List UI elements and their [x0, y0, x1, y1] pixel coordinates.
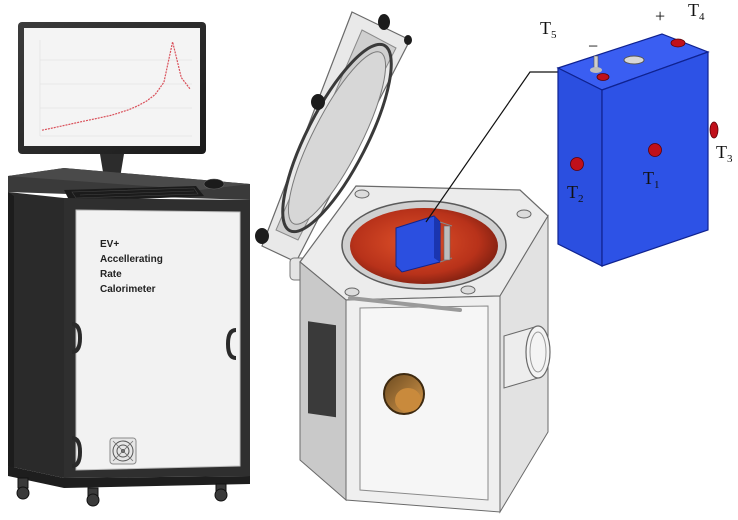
negative-symbol: − [588, 36, 598, 56]
monitor-screen [24, 28, 200, 146]
door-handle-left-bottom[interactable] [71, 436, 83, 468]
vessel-front-door[interactable] [359, 305, 489, 501]
cabinet-front-left [8, 192, 64, 478]
label-t2-sub: 2 [578, 193, 584, 205]
calorimeter-vessel [255, 11, 551, 514]
battery-side-face [601, 51, 709, 267]
label-t4: T4 [688, 0, 705, 23]
sensor-t2 [570, 157, 584, 171]
positive-symbol: + [655, 6, 665, 26]
door-handle-right[interactable] [225, 328, 237, 360]
vent-icon [623, 55, 645, 65]
sensor-t3 [709, 121, 719, 139]
monitor-grid [39, 40, 192, 137]
label-t1-sub: 1 [654, 179, 660, 191]
monitor [18, 22, 206, 186]
mouse-icon [203, 178, 225, 190]
cabinet-plinth [8, 466, 250, 488]
label-t3: T3 [716, 142, 733, 165]
callout-line [425, 71, 560, 223]
battery-cell: − + T5 T4 T1 T2 T3 [540, 0, 733, 267]
label-t5: T5 [540, 18, 557, 41]
sensor-t1 [648, 143, 662, 157]
cabinet-side [8, 192, 14, 470]
label-t2: T2 [567, 182, 584, 205]
monitor-temperature-curve [41, 41, 191, 131]
calorimeter-cabinet: EV+ Accellerating Rate Calorimeter [8, 168, 250, 507]
fan-grille-icon [109, 437, 137, 465]
door-handle-bar[interactable] [348, 296, 462, 312]
bolt-icon [344, 189, 532, 297]
cabinet-label-line-1: EV+ [100, 239, 119, 250]
label-t1: T1 [643, 168, 660, 191]
side-port [503, 325, 551, 389]
negative-terminal [590, 55, 602, 73]
sensor-t4 [670, 38, 686, 48]
label-t3-sub: 3 [727, 153, 733, 165]
caster-wheel-icon [16, 477, 228, 507]
knob-icon[interactable] [255, 14, 412, 244]
keyboard-icon [64, 186, 204, 202]
cabinet-label-line-3: Rate [100, 269, 122, 280]
label-t5-sub: 5 [551, 29, 557, 41]
sensor-t5 [596, 73, 610, 81]
battery-in-chamber [395, 215, 453, 273]
cabinet-label-line-4: Calorimeter [100, 284, 156, 295]
vessel-side-window [308, 321, 336, 418]
label-t4-sub: 4 [699, 11, 705, 23]
vessel-lid[interactable] [255, 11, 412, 263]
cabinet-label-line-2: Accellerating [100, 254, 163, 265]
door-handle-left-top[interactable] [71, 322, 83, 354]
cabinet-door-panel [75, 209, 241, 471]
